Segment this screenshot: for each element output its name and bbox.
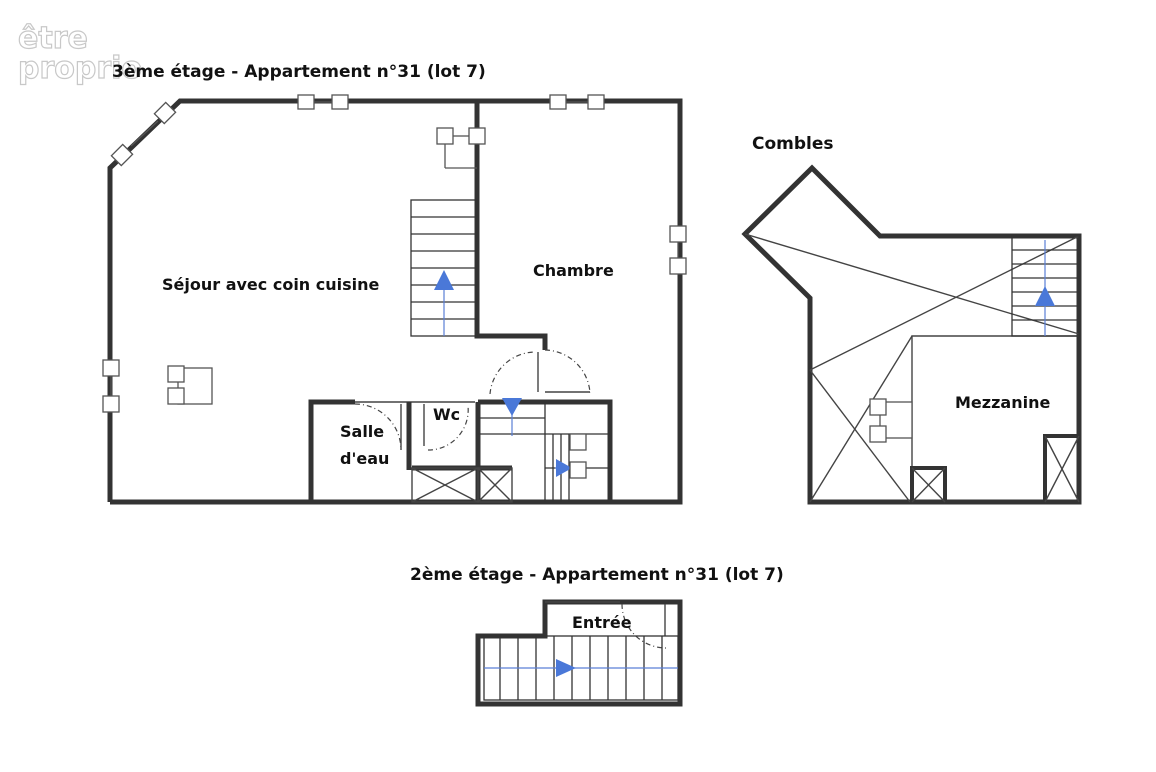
sejour-chambre-wall [474, 101, 548, 350]
upper-outer-wall [107, 98, 683, 505]
attic-plan: Mezzanine [741, 164, 1082, 505]
window-top-right [549, 94, 605, 110]
room-label-wc: Wc [433, 405, 460, 424]
stair-turn-arrow-icon [556, 459, 572, 477]
room-label-salle-line2: d'eau [340, 449, 389, 468]
room-label-chambre: Chambre [533, 261, 614, 280]
window-chambre-top [436, 127, 486, 169]
attic-storage-tall [1043, 434, 1081, 504]
door-swing-landing [489, 351, 536, 395]
window-top-left [297, 94, 349, 110]
bathroom-wall [308, 399, 355, 502]
storage-box [411, 467, 513, 503]
room-label-sejour: Séjour avec coin cuisine [162, 275, 380, 294]
roof-line-3 [809, 369, 911, 503]
window-left-wall [102, 359, 120, 413]
window-right-wall [669, 225, 687, 275]
door-swing-entree [621, 603, 667, 649]
attic-title: Combles [752, 134, 834, 154]
sejour-staircase [410, 199, 478, 337]
stair-down-arrow-icon [502, 398, 522, 416]
stair-up-arrow-icon [434, 270, 454, 290]
room-label-entree: Entrée [572, 613, 632, 632]
roof-line-4 [809, 335, 913, 503]
lower-staircase [483, 635, 679, 701]
down-staircase [478, 398, 610, 502]
lower-floor-title: 2ème étage - Appartement n°31 (lot 7) [410, 565, 784, 585]
upper-floor-plan: Séjour avec coin cuisine Chambre Salle d… [102, 94, 687, 505]
stair-enclosure-wall [478, 399, 613, 502]
upper-floor-title: 3ème étage - Appartement n°31 (lot 7) [112, 62, 486, 82]
skylight-sejour [167, 365, 213, 405]
roof-line-2 [809, 235, 1080, 371]
roof-line-1 [744, 233, 1080, 335]
window-corner [110, 101, 177, 167]
attic-storage-small [910, 466, 947, 504]
watermark-line1: être [18, 21, 88, 56]
attic-stair-arrow-icon [1035, 286, 1055, 306]
door-swing-chambre [544, 349, 591, 394]
attic-staircase [1011, 235, 1080, 337]
door-swing-salle [354, 403, 402, 451]
lower-floor-plan: Entrée [475, 599, 683, 707]
attic-skylight [869, 398, 913, 443]
watermark-line2: proprio [18, 51, 142, 86]
room-label-mezzanine: Mezzanine [955, 393, 1050, 412]
lower-stair-arrow-icon [556, 659, 576, 677]
room-label-salle-line1: Salle [340, 422, 384, 441]
skylight-stair [569, 433, 587, 479]
